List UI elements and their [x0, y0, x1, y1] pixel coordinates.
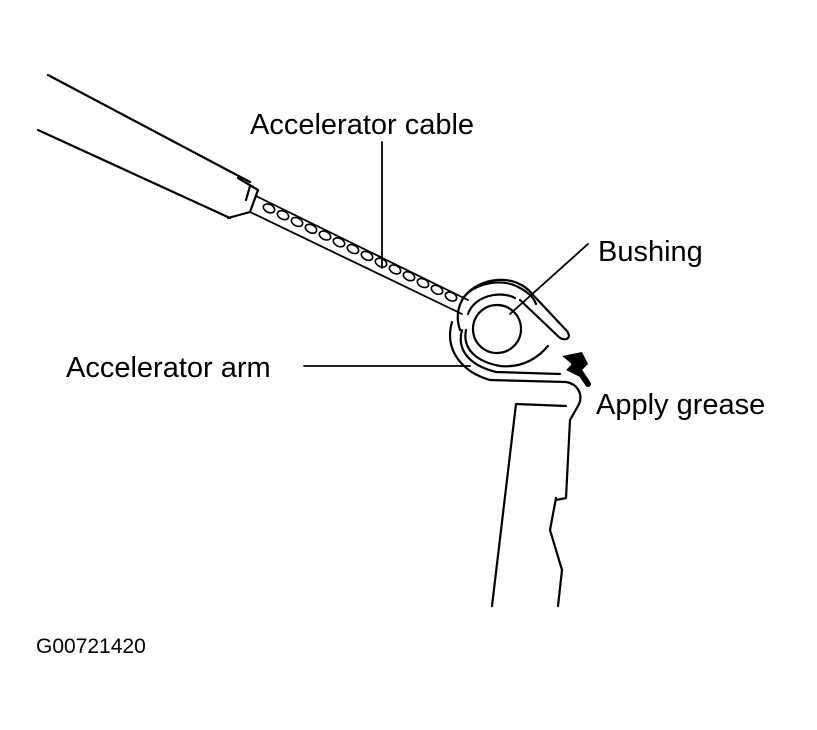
cable-twist — [290, 216, 304, 228]
cable-twist — [318, 230, 332, 241]
inner-cable — [249, 195, 469, 315]
label-accelerator-arm: Accelerator arm — [66, 352, 271, 384]
bracket-eye — [456, 278, 570, 368]
label-accelerator-cable: Accelerator cable — [250, 109, 474, 141]
accelerator-arm-shape — [449, 320, 582, 608]
figure-code: G00721420 — [36, 635, 146, 658]
cable-twist — [276, 209, 290, 221]
cable-twist — [262, 203, 276, 214]
cable-twist — [304, 223, 318, 235]
label-apply-grease: Apply grease — [596, 389, 765, 421]
cable-twist — [402, 270, 416, 282]
cable-twist — [430, 284, 444, 296]
bushing — [471, 303, 523, 355]
cable-twist — [360, 250, 374, 262]
label-bushing: Bushing — [598, 236, 703, 268]
cable-twist — [346, 243, 360, 255]
leader-bushing — [509, 243, 589, 315]
cable-sheath — [36, 73, 260, 220]
cable-twist — [332, 237, 346, 248]
cable-twist — [374, 257, 388, 268]
cable-twist — [416, 277, 430, 289]
grease-arrow-icon — [562, 352, 591, 387]
cable-twist — [388, 264, 402, 275]
cable-twist — [444, 291, 458, 302]
